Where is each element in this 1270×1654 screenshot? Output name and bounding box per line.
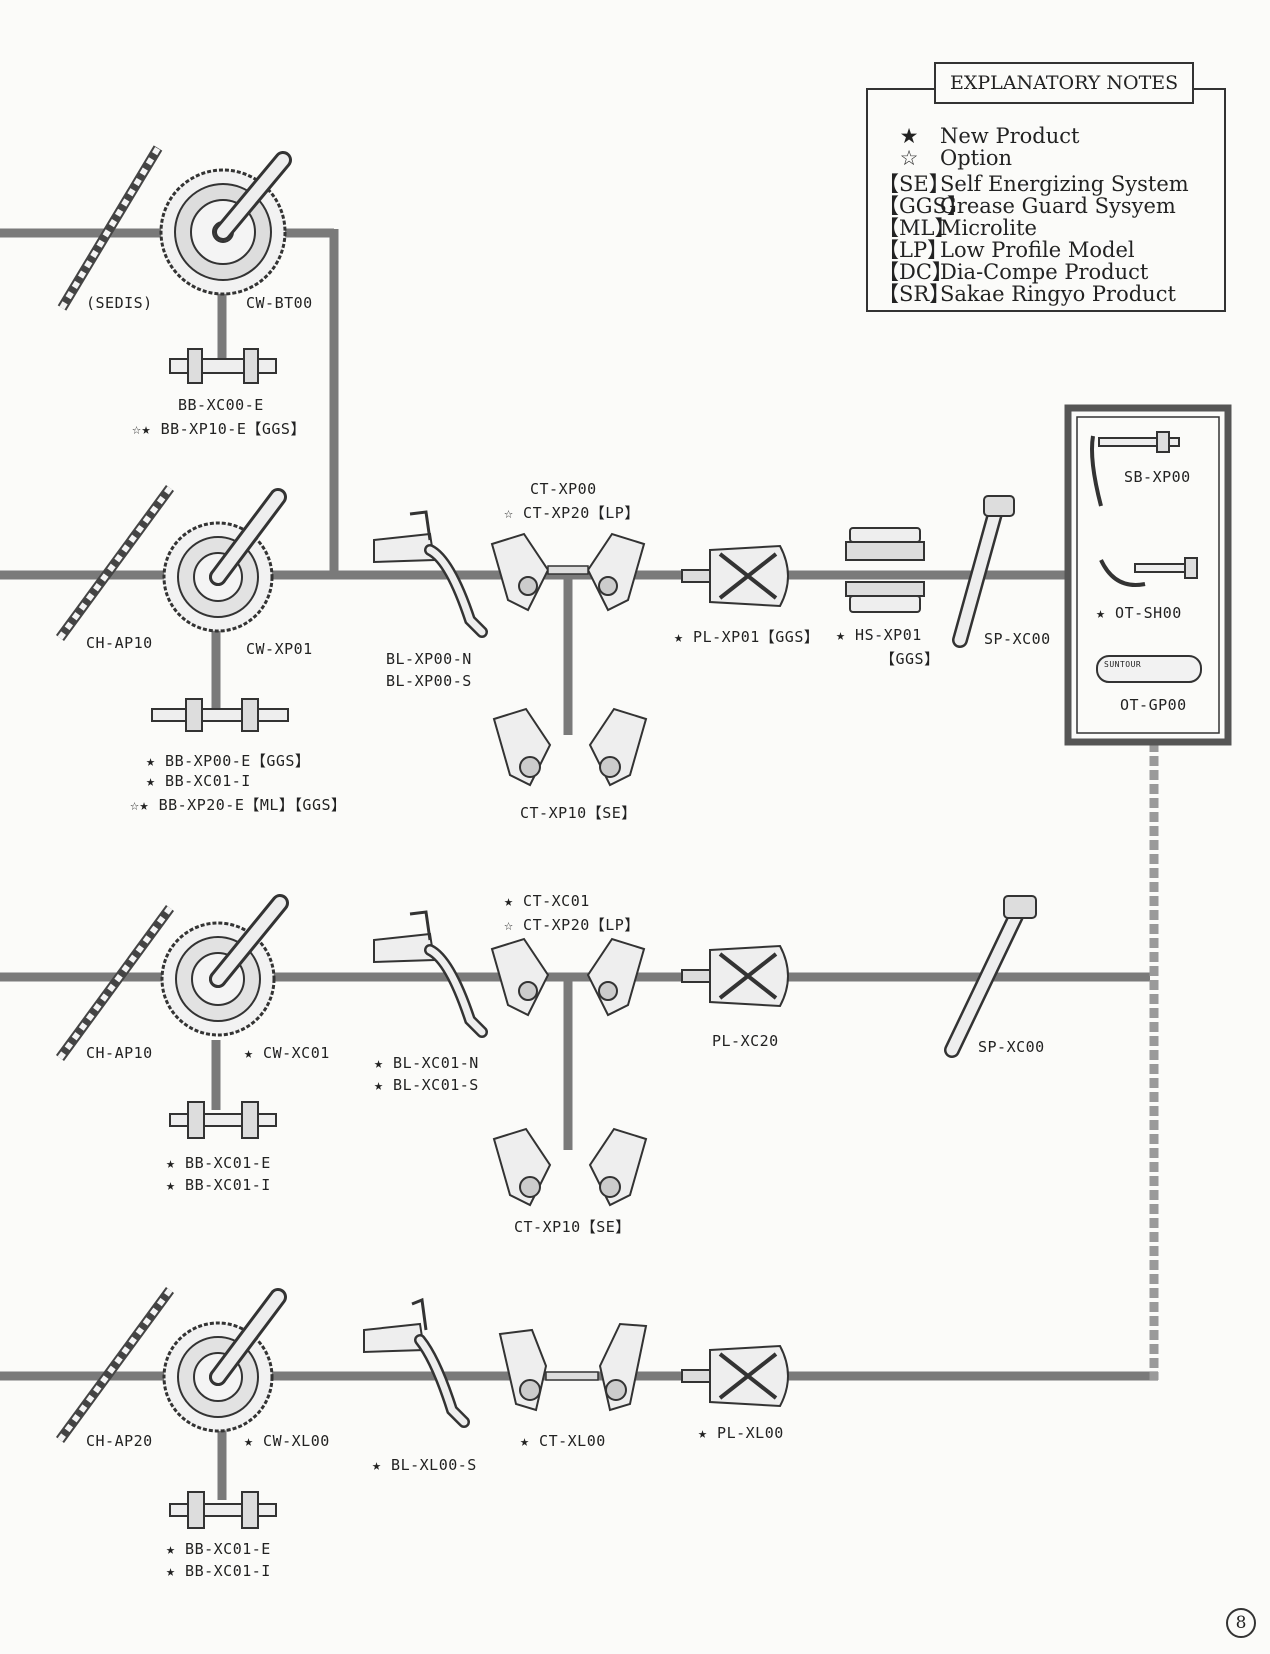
- note-symbol: 【LP】: [878, 238, 949, 262]
- row2-brake-bottom-label: CT-XP10【SE】: [520, 804, 637, 822]
- cantilever-brake-ct-xl00-icon: [498, 1322, 648, 1412]
- row4-bb-label-2: ★ BB-XC01-I: [166, 1562, 271, 1580]
- row4-bb-label-1: ★ BB-XC01-E: [166, 1540, 271, 1558]
- note-text: Low Profile Model: [940, 238, 1135, 262]
- chain-sedis-icon: [57, 145, 163, 311]
- grip-brand-text: SUNTOUR: [1104, 660, 1142, 669]
- bottom-bracket-bb-xc01-row4-icon: [169, 1491, 277, 1529]
- row1-crank-label: CW-BT00: [246, 294, 313, 312]
- chain-ch-ap10-icon: [55, 485, 175, 641]
- cantilever-brake-ct-xp10-row3-icon: [492, 1127, 648, 1207]
- note-symbol: 【SE】: [878, 172, 950, 196]
- explanatory-notes-title: EXPLANATORY NOTES: [934, 62, 1195, 104]
- row3-pedal-label: PL-XC20: [712, 1032, 779, 1050]
- row3-lever-label-2: ★ BL-XC01-S: [374, 1076, 479, 1094]
- row3-brake-bottom-label: CT-XP10【SE】: [514, 1218, 631, 1236]
- note-row-se: 【SE】Self Energizing System: [878, 168, 1189, 198]
- row3-bb-label-2: ★ BB-XC01-I: [166, 1176, 271, 1194]
- skewer-sb-xp00-icon: [1090, 431, 1180, 507]
- row2-chain-label: CH-AP10: [86, 634, 153, 652]
- brake-lever-bl-xl00-icon: [363, 1297, 470, 1428]
- note-text: Grease Guard Sysyem: [940, 194, 1176, 218]
- row2-bb-label-2: ★ BB-XC01-I: [146, 772, 251, 790]
- pedal-pl-xp01-icon: [681, 544, 789, 608]
- note-text: Sakae Ringyo Product: [940, 282, 1176, 306]
- row1-bb-label-1: BB-XC00-E: [178, 396, 264, 414]
- row4-lever-label: ★ BL-XL00-S: [372, 1456, 477, 1474]
- row4-chain-label: CH-AP20: [86, 1432, 153, 1450]
- row3-seatpost-label: SP-XC00: [978, 1038, 1045, 1056]
- crankset-cw-xl00-icon: [162, 1288, 287, 1433]
- row2-seatpost-label: SP-XC00: [984, 630, 1051, 648]
- headset-hs-xp01-icon: [845, 527, 925, 613]
- brake-lever-bl-xp00-icon: [373, 510, 488, 638]
- bottom-bracket-bb-xc00-icon: [169, 348, 277, 384]
- option-ot-sh00-label: ★ OT-SH00: [1096, 604, 1182, 622]
- note-symbol: ★: [899, 124, 919, 148]
- row2-pedal-label: ★ PL-XP01【GGS】: [674, 628, 820, 646]
- cantilever-brake-ct-xp10-icon: [492, 707, 648, 787]
- grip-ot-gp00-icon: [1096, 655, 1202, 683]
- page-number: 8: [1226, 1608, 1256, 1638]
- chain-ch-ap10-row3-icon: [55, 905, 175, 1061]
- row1-chain-label: (SEDIS): [86, 294, 153, 312]
- row4-crank-label: ★ CW-XL00: [244, 1432, 330, 1450]
- row2-crank-label: CW-XP01: [246, 640, 313, 658]
- pedal-pl-xl00-icon: [681, 1344, 789, 1408]
- note-symbol: 【SR】: [878, 282, 951, 306]
- row4-pedal-label: ★ PL-XL00: [698, 1424, 784, 1442]
- row2-headset-label-2: 【GGS】: [880, 650, 940, 668]
- note-text: Option: [940, 146, 1012, 170]
- seatpost-sp-xc00-icon: [952, 495, 1015, 648]
- crankset-cw-bt00-icon: [159, 151, 292, 296]
- note-row-sr: 【SR】Sakae Ringyo Product: [878, 278, 1176, 308]
- brake-lever-bl-xc01-icon: [373, 910, 488, 1038]
- row2-headset-label-1: ★ HS-XP01: [836, 626, 922, 644]
- note-row-option: ☆ Option: [878, 146, 1012, 170]
- crankset-cw-xc01-icon: [160, 894, 289, 1037]
- note-text: Dia-Compe Product: [940, 260, 1149, 284]
- seat-binder-ot-sh00-icon: [1099, 557, 1198, 587]
- note-text: New Product: [940, 124, 1080, 148]
- row3-brake-top-label-1: ★ CT-XC01: [504, 892, 590, 910]
- pedal-pl-xc20-icon: [681, 944, 789, 1008]
- note-row-lp: 【LP】Low Profile Model: [878, 234, 1135, 264]
- cantilever-brake-ct-xc01-icon: [490, 937, 646, 1017]
- row2-bb-label-1: ★ BB-XP00-E【GGS】: [146, 752, 311, 770]
- row3-chain-label: CH-AP10: [86, 1044, 153, 1062]
- option-ot-gp00-label: OT-GP00: [1120, 696, 1187, 714]
- seatpost-sp-xc00-row3-icon: [944, 895, 1037, 1058]
- row2-lever-label-1: BL-XP00-N: [386, 650, 472, 668]
- row2-brake-top-label-2: ☆ CT-XP20【LP】: [504, 504, 640, 522]
- explanatory-notes-box: EXPLANATORY NOTES ★ New Product ☆ Option 【…: [866, 62, 1226, 312]
- cantilever-brake-ct-xp00-icon: [490, 532, 646, 612]
- note-text: Self Energizing System: [940, 172, 1189, 196]
- row1-bb-label-2: ☆★ BB-XP10-E【GGS】: [132, 420, 306, 438]
- row3-lever-label-1: ★ BL-XC01-N: [374, 1054, 479, 1072]
- note-symbol: ☆: [899, 146, 919, 170]
- bottom-bracket-bb-xc01-icon: [169, 1101, 277, 1139]
- bottom-bracket-bb-xp00-icon: [151, 698, 289, 732]
- note-row-ggs: 【GGS】Grease Guard Sysyem: [878, 190, 1176, 220]
- row3-bb-label-1: ★ BB-XC01-E: [166, 1154, 271, 1172]
- crankset-cw-xp01-icon: [162, 488, 287, 633]
- chain-ch-ap20-icon: [55, 1287, 175, 1443]
- row2-brake-top-label-1: CT-XP00: [530, 480, 597, 498]
- row3-brake-top-label-2: ☆ CT-XP20【LP】: [504, 916, 640, 934]
- note-row-new-product: ★ New Product: [878, 124, 1080, 148]
- row3-crank-label: ★ CW-XC01: [244, 1044, 330, 1062]
- note-row-ml: 【ML】Microlite: [878, 212, 1037, 242]
- row4-brake-label: ★ CT-XL00: [520, 1432, 606, 1450]
- note-row-dc: 【DC】Dia-Compe Product: [878, 256, 1148, 286]
- option-sb-xp00-label: SB-XP00: [1124, 468, 1191, 486]
- row2-bb-label-3: ☆★ BB-XP20-E【ML】【GGS】: [130, 796, 347, 814]
- note-text: Microlite: [940, 216, 1037, 240]
- row2-lever-label-2: BL-XP00-S: [386, 672, 472, 690]
